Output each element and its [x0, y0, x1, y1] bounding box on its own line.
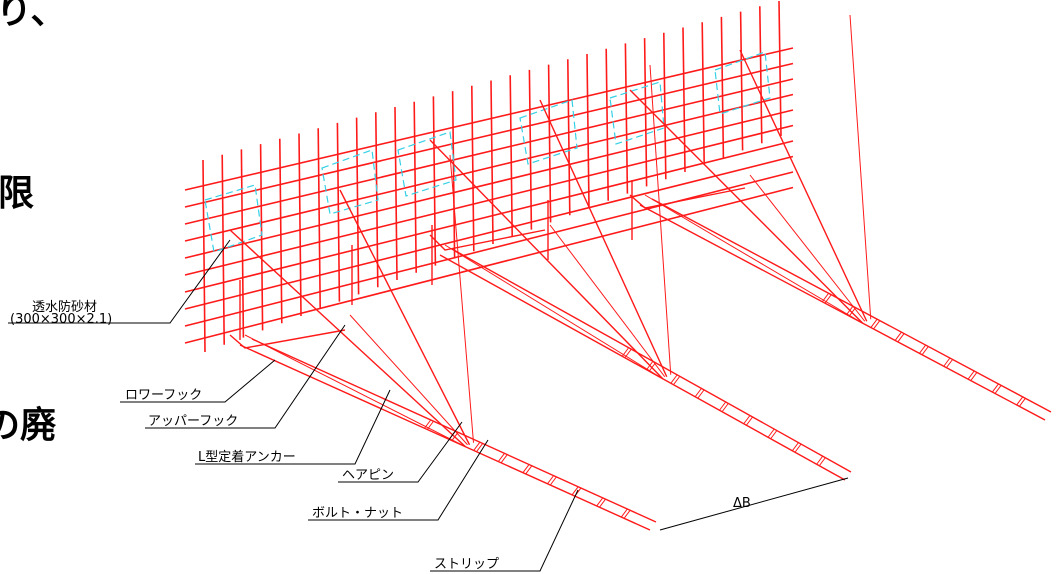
label-strip: ストリップ [434, 557, 499, 572]
side-text-mid: 限 [0, 173, 35, 214]
label-bolt-nut: ボルト・ナット [312, 506, 403, 521]
side-text-bottom: の廃 [0, 405, 57, 446]
label-drain-sand-filter-size: (300×300×2.1) [10, 312, 112, 327]
anchors [229, 180, 746, 349]
side-text-top: り、 [0, 0, 67, 32]
label-l-anchor: L型定着アンカー [198, 449, 296, 465]
label-lower-hook: ロワーフック [125, 388, 202, 403]
label-upper-hook: アッパーフック [148, 414, 238, 429]
leader-lines [8, 239, 849, 572]
labels: 透水防砂材 (300×300×2.1) ロワーフック アッパーフック L型定着ア… [10, 299, 751, 572]
label-hairpin: ヘアピン [342, 468, 394, 483]
filter-patches [204, 51, 771, 253]
wall-mesh [184, 0, 794, 353]
label-drain-sand-filter: 透水防砂材 [32, 299, 97, 315]
label-dimension: ΔB [733, 496, 751, 511]
strips [229, 14, 1052, 531]
